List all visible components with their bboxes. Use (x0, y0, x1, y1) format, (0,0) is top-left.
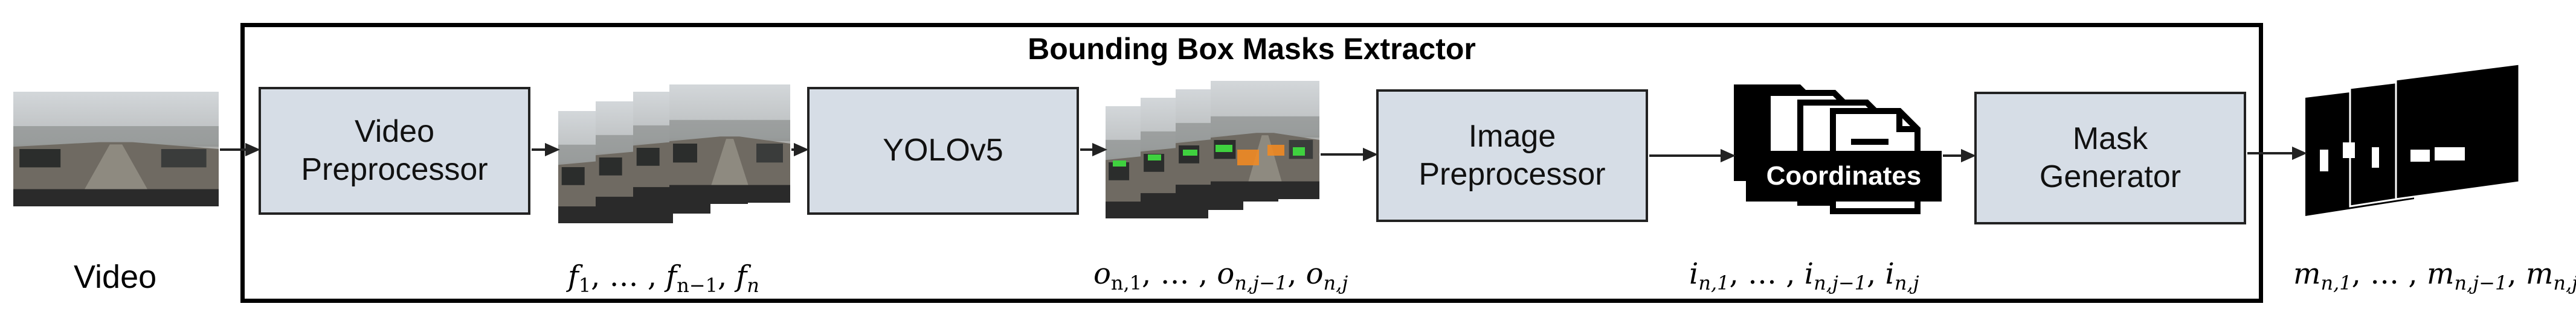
masks-stack (2305, 63, 2520, 216)
mask-generator-block: Mask Generator (1974, 92, 2246, 224)
detections-stack (1106, 81, 1319, 218)
mask-box (2372, 147, 2379, 168)
frames-stack (558, 84, 790, 223)
extractor-title: Bounding Box Masks Extractor (1028, 32, 1476, 66)
input-video-thumbnail (13, 92, 219, 206)
images-sequence-label: in,1, … , in,j−1, in,j (1689, 257, 1919, 294)
flow-arrows (220, 142, 2307, 163)
extractor-frame (240, 23, 2263, 303)
objects-sequence-label: on,1, … , on,j−1, on,j (1093, 257, 1348, 294)
image-preprocessor-block: Image Preprocessor (1376, 89, 1648, 222)
video-preprocessor-label: Video Preprocessor (301, 113, 488, 187)
mask-box (2320, 150, 2328, 171)
frames-sequence-label: f1, … , fn−1, fn (568, 259, 759, 297)
mask-box (2435, 147, 2465, 160)
yolov5-block: YOLOv5 (807, 87, 1079, 215)
mask-box (2343, 142, 2355, 158)
video-preprocessor-block: Video Preprocessor (259, 87, 530, 215)
yolov5-label: YOLOv5 (883, 133, 1003, 168)
masks-sequence-label: mn,1, … , mn,j−1, mn,j (2293, 257, 2576, 294)
mask-generator-label: Mask Generator (2039, 121, 2182, 194)
mask-box (2410, 150, 2430, 162)
input-video-label: Video (74, 259, 157, 295)
image-preprocessor-label: Image Preprocessor (1418, 118, 1606, 192)
detection-boxes (1113, 145, 1305, 167)
coordinates-badge: Coordinates (1746, 151, 1942, 202)
